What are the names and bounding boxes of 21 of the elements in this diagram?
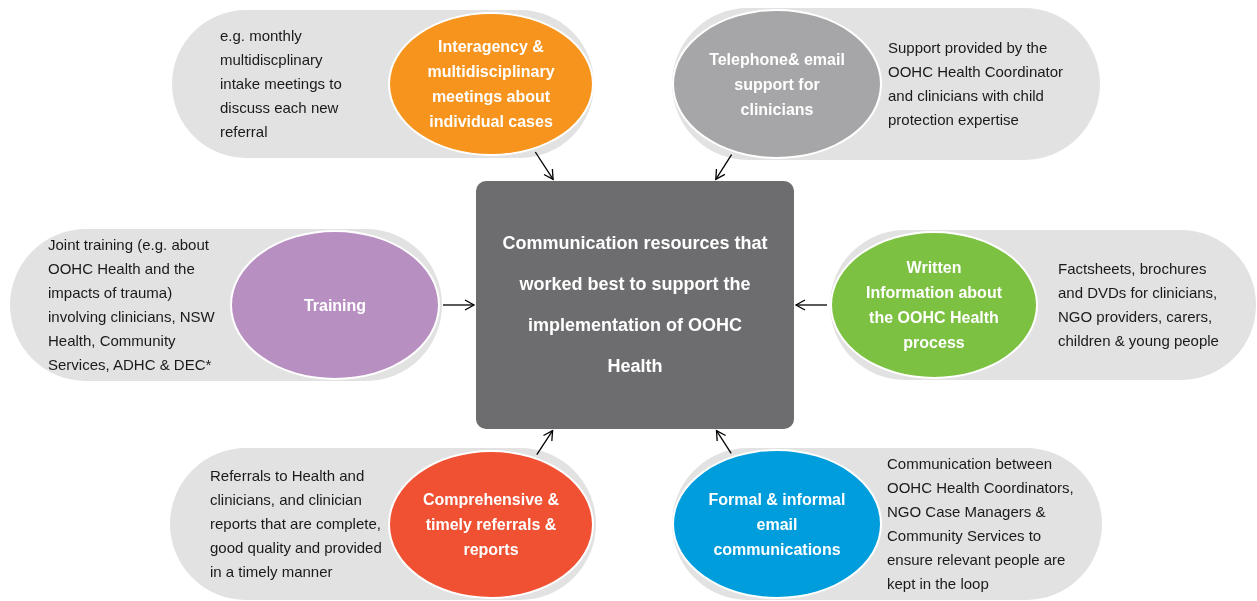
arrow (795, 299, 828, 311)
description-band (830, 230, 1256, 380)
center-text: Communication resources that worked best to support the implementation of OOHC Health (502, 232, 768, 378)
description-text: Referrals to Health and clinicians, and clinician reports that are complete, good quality and provided in a timely manner (210, 466, 383, 582)
center-box (476, 181, 794, 429)
description-text: Communication between OOHC Health Coordinators, NGO Case Managers & Community Services to ensure relevant people are kept in the loop (887, 454, 1075, 594)
arrow (534, 151, 554, 180)
description-text: Support provided by the OOHC Health Coordinator and clinicians with child protection expertise (888, 38, 1065, 130)
topic-text: Comprehensive & timely referrals & reports (421, 490, 560, 560)
topic-text: Interagency & multidisciplinary meetings about individual cases (426, 37, 556, 132)
arrow (715, 430, 732, 455)
arrow (715, 154, 733, 180)
topic-text: Telephone& email support for clinicians (708, 49, 846, 120)
description-text: Factsheets, brochures and DVDs for clinicians, NGO providers, carers, children & young people (1058, 259, 1220, 351)
topic-text: Training (303, 295, 367, 316)
arrow (536, 430, 554, 456)
arrow (442, 299, 475, 311)
description-text: e.g. monthly multidiscplinary intake meetings to discuss each new referral (220, 26, 343, 142)
topic-text: Formal & informal email communications (707, 489, 847, 560)
topic-text: Written Information about the OOHC Health process (865, 258, 1003, 353)
description-text: Joint training (e.g. about OOHC Health and the impacts of trauma) involving clinicians, NSW Health, Community Services, ADHC & DEC* (48, 235, 216, 375)
